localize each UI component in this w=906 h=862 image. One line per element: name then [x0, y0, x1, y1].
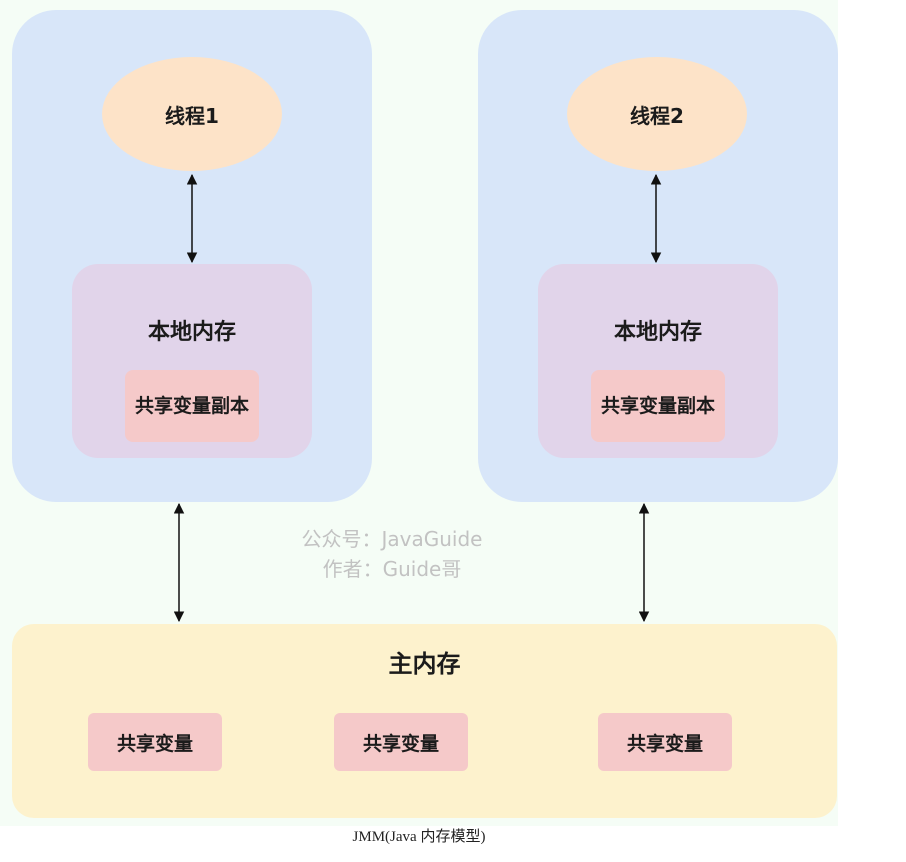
thread-1-label: 线程1	[165, 103, 219, 128]
watermark-author: 作者：Guide哥	[322, 557, 462, 581]
diagram-canvas: 线程1 线程2 本地内存 共享变量副本 本地内存 共享变量副本 公众号：Java…	[12, 10, 838, 818]
thread-2-local-memory-title: 本地内存	[613, 320, 702, 345]
shared-variable-3-label: 共享变量	[626, 732, 703, 755]
thread-1-copy-label: 共享变量副本	[134, 395, 249, 417]
shared-variable-2-label: 共享变量	[362, 732, 439, 755]
main-memory: 主内存 共享变量 共享变量 共享变量	[12, 624, 837, 818]
main-memory-title: 主内存	[388, 650, 461, 678]
thread-2-shared-variable-copy: 共享变量副本	[591, 370, 725, 442]
shared-variable-1-label: 共享变量	[116, 732, 193, 755]
thread-2-label: 线程2	[630, 103, 684, 128]
thread-2-copy-label: 共享变量副本	[600, 395, 715, 417]
watermark-account: 公众号：JavaGuide	[301, 527, 483, 551]
thread-2-node: 线程2	[567, 57, 747, 171]
shared-variable-3: 共享变量	[598, 713, 732, 771]
shared-variable-1: 共享变量	[88, 713, 222, 771]
thread-1-node: 线程1	[102, 57, 282, 171]
thread-1-local-memory-title: 本地内存	[147, 320, 236, 345]
thread-1-local-memory: 本地内存 共享变量副本	[72, 264, 312, 458]
thread-2-local-memory: 本地内存 共享变量副本	[538, 264, 778, 458]
thread-1-shared-variable-copy: 共享变量副本	[125, 370, 259, 442]
figure-caption: JMM(Java 内存模型)	[352, 829, 486, 845]
shared-variable-2: 共享变量	[334, 713, 468, 771]
